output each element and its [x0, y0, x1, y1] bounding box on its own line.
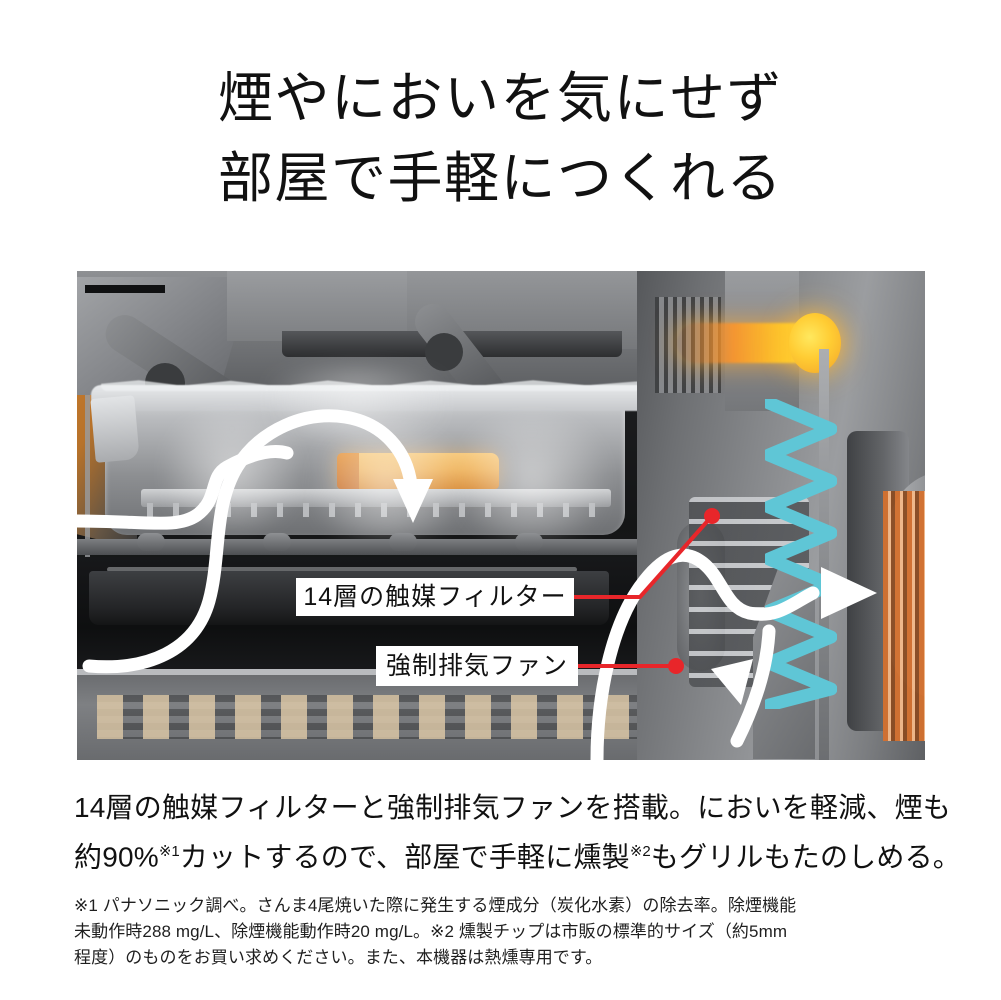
rear-heating-coils: [883, 491, 925, 741]
footnote-line-2: 未動作時288 mg/L、除煙機能動作時20 mg/L。※2 燻製チップは市販の…: [74, 922, 788, 941]
body-line-2-part-b: カットするので、部屋で手軽に燻製: [179, 841, 630, 873]
headline-line-1: 煙やにおいを気にせず: [217, 67, 783, 129]
footnote-marker-2: ※2: [629, 843, 651, 860]
food-item-on-grill: [337, 453, 499, 489]
hood-facet-center: [227, 271, 437, 341]
compartment-divider: [819, 349, 829, 760]
catalytic-filter-zigzag: [765, 399, 837, 709]
shelf-peg-2: [263, 533, 291, 551]
body-copy: 14層の触媒フィルターと強制排気ファンを搭載。においを軽減、煙も 約90%※1カ…: [74, 786, 961, 879]
shelf-peg-3: [389, 533, 417, 551]
body-line-2: 約90%※1カットするので、部屋で手軽に燻製※2もグリルもたのしめる。: [74, 830, 961, 879]
shelf-peg-4: [515, 533, 543, 551]
grill-grate-teeth: [147, 503, 607, 517]
body-line-2-part-a: 約90%: [74, 841, 159, 873]
callout-catalytic-filter: 14層の触媒フィルター: [296, 578, 574, 616]
footnote-line-3: 程度）のものをお買い求めください。また、本機器は熱燻専用です。: [74, 948, 603, 967]
footnote-block: ※1 パナソニック調べ。さんま4尾焼いた際に発生する煙成分（炭化水素）の除去率。…: [74, 893, 940, 971]
callout-exhaust-fan: 強制排気ファン: [376, 646, 578, 686]
page-headline: 煙やにおいを気にせず 部屋で手軽につくれる: [0, 58, 1001, 218]
support-rod-right-cap: [425, 333, 463, 371]
hood-vent-slot: [85, 285, 165, 293]
shelf-peg-1: [137, 533, 165, 551]
product-photo-oven-interior: [77, 271, 925, 760]
oven-shelf-rail: [77, 539, 677, 555]
footnote-marker-1: ※1: [158, 843, 180, 860]
grill-pan-handle: [90, 395, 140, 463]
bottom-heater-slots: [97, 695, 657, 739]
heating-element-lamp: [789, 313, 841, 373]
body-line-2-part-c: もグリルもたのしめる。: [650, 841, 961, 873]
callout-fan-label: 強制排気ファン: [385, 651, 568, 680]
footnote-line-1: ※1 パナソニック調べ。さんま4尾焼いた際に発生する煙成分（炭化水素）の除去率。…: [74, 896, 797, 915]
headline-line-2: 部屋で手軽につくれる: [217, 147, 783, 209]
callout-filter-label: 14層の触媒フィルター: [303, 582, 567, 611]
grill-pan-rim: [91, 385, 647, 411]
body-line-1: 14層の触媒フィルターと強制排気ファンを搭載。においを軽減、煙も: [74, 792, 951, 823]
